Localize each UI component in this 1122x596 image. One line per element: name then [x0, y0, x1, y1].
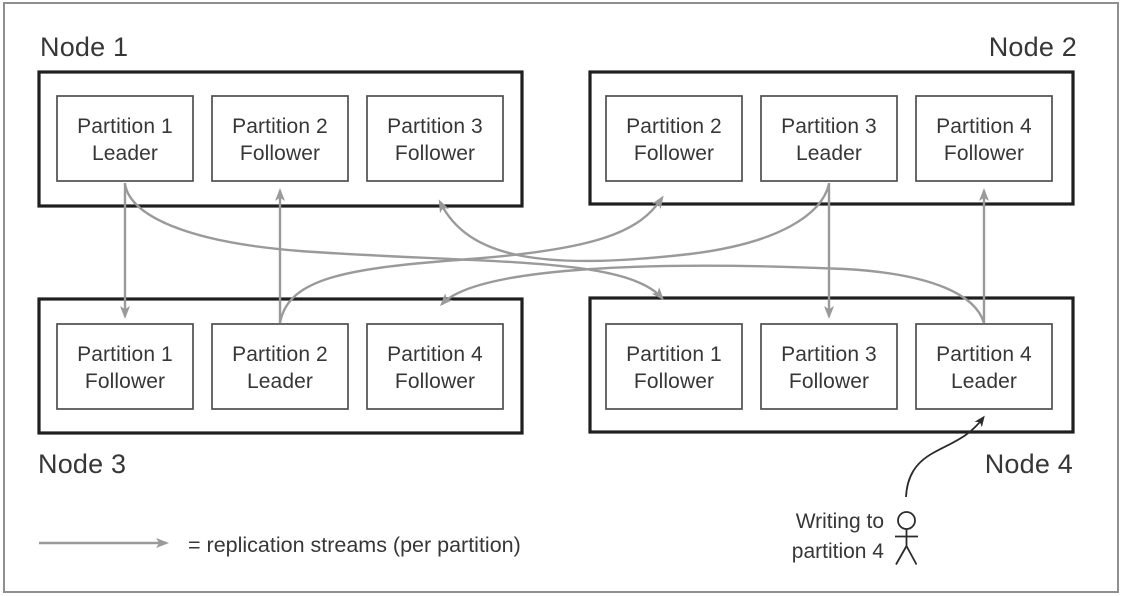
node1-label: Node 1 [40, 32, 128, 62]
node2-partition3-box [915, 95, 1053, 182]
node1-partition2-role: Follower [240, 142, 320, 165]
node1-partition3-box [366, 95, 504, 182]
person-icon [895, 511, 918, 565]
legend-label: = replication streams (per partition) [188, 533, 521, 557]
node1-partition1-box [56, 95, 194, 182]
node3-partition1-box [56, 323, 194, 410]
stream-p4-node4-to-node3 [439, 264, 986, 324]
node4-partition2-role: Follower [789, 370, 869, 393]
node4-partition3-box [915, 323, 1053, 410]
node4-partition2-name: Partition 3 [781, 343, 877, 366]
node1-partition1-role: Leader [92, 142, 158, 165]
node2-partition1-name: Partition 2 [626, 115, 722, 138]
replication-streams [120, 183, 989, 324]
node2-partition2-name: Partition 3 [781, 115, 877, 138]
node3-partition2-box [211, 323, 349, 410]
node2-partition1-role: Follower [634, 142, 714, 165]
node2-partition2-box [760, 95, 898, 182]
node1-partition3-name: Partition 3 [387, 115, 483, 138]
writer-caption-line2: partition 4 [792, 540, 885, 563]
node3-label: Node 3 [38, 449, 126, 479]
node1-partition1-name: Partition 1 [77, 115, 173, 138]
writer-caption-line1: Writing to [796, 510, 884, 533]
stream-p2-node3-to-node2 [278, 195, 664, 324]
node1-partition3-role: Follower [395, 142, 475, 165]
node3-partition1-role: Follower [85, 370, 165, 393]
node4-partition1-box [605, 323, 743, 410]
outer-frame [3, 2, 1119, 593]
node4-partitions: Partition 1 Follower Partition 3 Followe… [605, 323, 1053, 410]
node4-partition3-name: Partition 4 [936, 343, 1032, 366]
person-head [897, 511, 916, 530]
node4-partition3-role: Leader [951, 370, 1017, 393]
node1-partitions: Partition 1 Leader Partition 2 Follower … [56, 95, 504, 182]
writer-annotation: Writing to partition 4 [792, 415, 985, 565]
node2-partition3-role: Follower [944, 142, 1024, 165]
node3-partition3-box [366, 323, 504, 410]
stream-p1-node1-to-node4 [123, 183, 664, 301]
write-arrow-to-partition4-leader [905, 415, 985, 498]
node3-partition3-role: Follower [395, 370, 475, 393]
stream-p3-node2-to-node1 [438, 183, 831, 263]
node3-partitions: Partition 1 Follower Partition 2 Leader … [56, 323, 504, 410]
node4-partition2-box [760, 323, 898, 410]
node2-partition3-name: Partition 4 [936, 115, 1032, 138]
node1-partition2-name: Partition 2 [232, 115, 328, 138]
node2-partition2-role: Leader [796, 142, 862, 165]
node4-label: Node 4 [985, 449, 1073, 479]
node4-partition1-name: Partition 1 [626, 343, 722, 366]
legend: = replication streams (per partition) [39, 533, 521, 557]
node3-partition2-role: Leader [247, 370, 313, 393]
person-body [895, 529, 918, 565]
node2-partitions: Partition 2 Follower Partition 3 Leader … [605, 95, 1053, 182]
node1-partition2-box [211, 95, 349, 182]
node3-partition1-name: Partition 1 [77, 343, 173, 366]
node3-partition3-name: Partition 4 [387, 343, 483, 366]
node3-partition2-name: Partition 2 [232, 343, 328, 366]
node4-partition1-role: Follower [634, 370, 714, 393]
node2-partition1-box [605, 95, 743, 182]
node2-label: Node 2 [989, 32, 1077, 62]
